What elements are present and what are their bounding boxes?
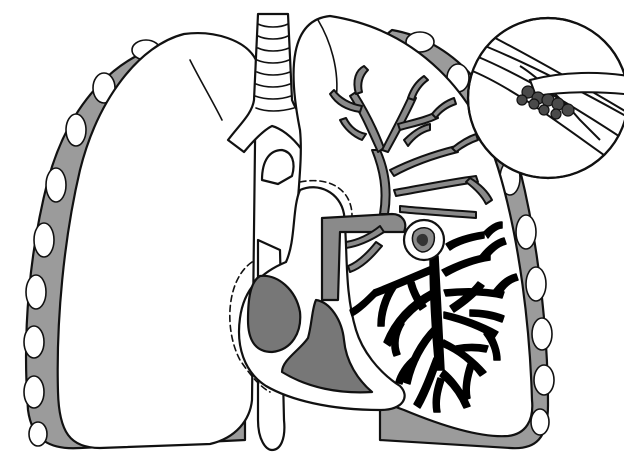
zoom-callout: [468, 18, 624, 180]
embolus-site: [404, 220, 444, 260]
left-lung: [58, 33, 256, 448]
